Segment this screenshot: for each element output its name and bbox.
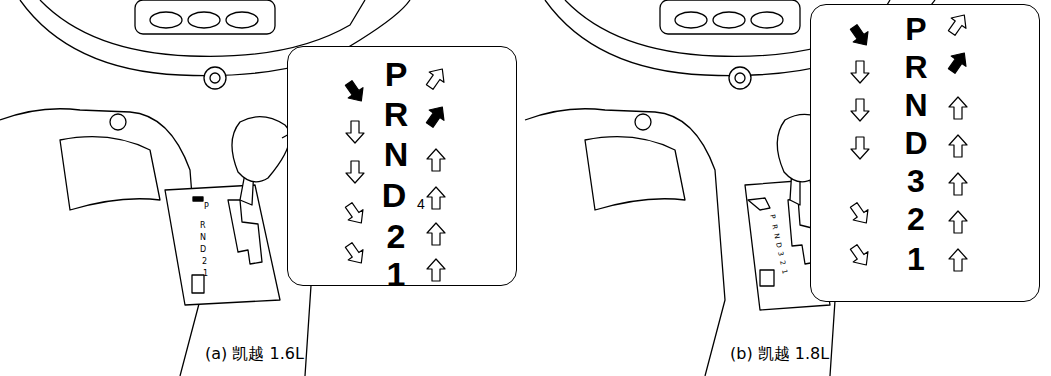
lock-button	[760, 270, 774, 286]
gear-position-letter: 4	[391, 197, 451, 211]
fastener	[635, 114, 651, 130]
gate-slot	[228, 200, 262, 264]
indicator	[748, 198, 770, 210]
gear-callout-box: PRND 3 2 1	[810, 4, 1040, 302]
control-panel	[135, 0, 275, 34]
gear-callout-box: PRND421	[287, 46, 517, 286]
gear-position-letter: N	[366, 137, 426, 171]
indicator	[193, 197, 203, 201]
control-panel	[660, 0, 800, 34]
gate-label: R	[200, 222, 206, 230]
gate-label: N	[200, 234, 206, 242]
knob-switch	[204, 67, 226, 89]
fastener	[110, 114, 126, 130]
figure-caption: (b) 凯越 1.8L	[730, 346, 829, 362]
button	[150, 12, 182, 28]
button	[188, 12, 220, 28]
console-edge	[0, 109, 200, 376]
gear-position-letter: 2	[366, 219, 426, 253]
button	[675, 12, 707, 28]
figure-caption: (a) 凯越 1.6L	[205, 346, 304, 362]
gate-label: P	[204, 203, 209, 211]
gate-plate	[165, 185, 280, 305]
gate-label: D	[200, 246, 206, 254]
gear-position-letter: D	[886, 127, 946, 159]
gear-position-letter: 2	[886, 203, 946, 235]
button	[226, 12, 258, 28]
gear-position-letter: P	[886, 13, 946, 45]
gear-position-letter: 1	[886, 243, 946, 275]
knob-switch	[735, 73, 745, 83]
console-panel	[585, 137, 685, 210]
gate-label: 1	[203, 270, 208, 278]
button	[713, 12, 745, 28]
gear-position-letter: 3	[886, 165, 946, 197]
gear-position-letter: 1	[366, 257, 426, 291]
shift-knob	[232, 117, 290, 182]
console-edge	[525, 109, 725, 376]
button	[751, 12, 783, 28]
gate-label: 2	[202, 258, 207, 266]
knob-switch	[729, 67, 751, 89]
gear-position-letter: N	[886, 89, 946, 121]
knob-switch	[210, 73, 220, 83]
gear-position-letter: R	[886, 51, 946, 83]
gear-position-letter: D	[364, 178, 424, 212]
lock-button	[192, 275, 204, 293]
console-panel	[60, 137, 160, 210]
gear-position-letter: R	[366, 97, 426, 131]
gear-position-letter: P	[366, 57, 426, 91]
